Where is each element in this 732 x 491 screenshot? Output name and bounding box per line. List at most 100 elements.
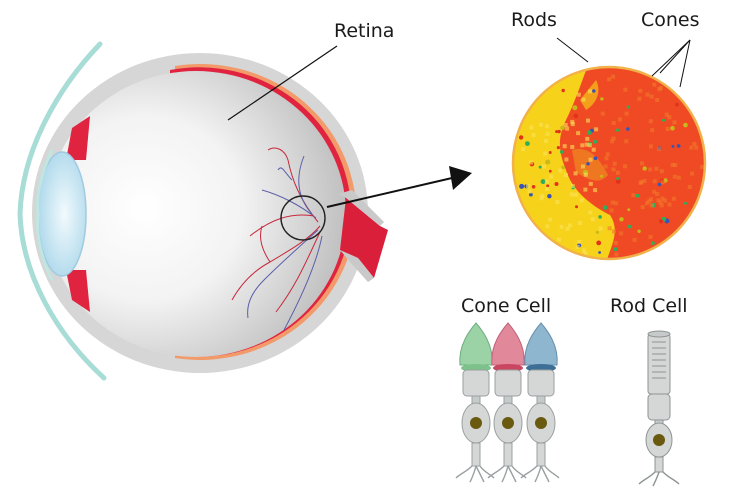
- photoreceptor-dot: [628, 225, 632, 229]
- rods-pointer-line: [557, 38, 588, 62]
- retina-texture-cell: [616, 171, 620, 175]
- retina-texture-cell: [650, 128, 654, 132]
- retina-texture-cell: [530, 126, 534, 130]
- retina-texture-cell: [545, 179, 549, 183]
- retina-texture-cell: [624, 139, 628, 143]
- retina-texture-cell: [576, 131, 580, 135]
- photoreceptor-dot: [575, 205, 578, 208]
- retina-texture-cell: [657, 147, 661, 151]
- cone-cell-blue: [521, 323, 559, 482]
- retina-texture-cell: [648, 168, 652, 172]
- retina-texture-cell: [564, 123, 568, 127]
- retina-texture-cell: [563, 144, 567, 148]
- retina-texture-cell: [564, 158, 568, 162]
- magnified-retina: [513, 38, 706, 262]
- rod-cell-label: Rod Cell: [610, 297, 688, 316]
- retina-texture-cell: [580, 143, 584, 147]
- retina-texture-cell: [570, 120, 574, 124]
- photoreceptor-dot: [592, 89, 595, 92]
- retina-texture-cell: [660, 169, 664, 173]
- photoreceptor-dot: [659, 219, 663, 223]
- photoreceptor-dot: [613, 247, 617, 251]
- retina-texture-cell: [673, 175, 677, 179]
- retina-texture-cell: [532, 133, 536, 137]
- retina-texture-cell: [652, 83, 656, 87]
- retina-texture-cell: [641, 205, 645, 209]
- photoreceptor-dot: [574, 114, 579, 119]
- photoreceptor-dot: [547, 194, 551, 198]
- retina-texture-cell: [658, 200, 662, 204]
- retina-texture-cell: [591, 217, 595, 221]
- retina-texture-cell: [649, 235, 653, 239]
- photoreceptor-dot: [532, 185, 536, 189]
- retina-texture-cell: [557, 238, 561, 242]
- retina-texture-cell: [571, 184, 575, 188]
- retina-texture-cell: [607, 77, 611, 81]
- retina-texture-cell: [700, 165, 704, 169]
- rods-label: Rods: [511, 11, 557, 30]
- retina-texture-cell: [558, 169, 562, 173]
- retina-texture-cell: [665, 113, 669, 117]
- retina-texture-cell: [539, 123, 543, 127]
- retina-texture-cell: [650, 95, 654, 99]
- photoreceptor-dot: [670, 126, 675, 131]
- photoreceptor-dot: [557, 146, 560, 149]
- retina-texture-cell: [619, 231, 623, 235]
- retina-texture-cell: [592, 148, 596, 152]
- retina-texture-cell: [593, 188, 597, 192]
- retina-texture-cell: [646, 93, 650, 97]
- photoreceptor-dot: [637, 230, 640, 233]
- retina-texture-cell: [586, 119, 590, 123]
- photoreceptor-dot: [596, 241, 601, 246]
- retina-texture-cell: [655, 192, 659, 196]
- retina-texture-cell: [692, 142, 696, 146]
- retina-texture-cell: [666, 127, 670, 131]
- photoreceptor-dot: [560, 150, 564, 154]
- retina-texture-cell: [611, 75, 615, 79]
- retina-texture-cell: [637, 97, 641, 101]
- retina-texture-cell: [528, 190, 532, 194]
- retina-texture-cell: [546, 132, 550, 136]
- retina-texture-cell: [580, 198, 584, 202]
- photoreceptor-dot: [519, 184, 524, 189]
- photoreceptor-dot: [658, 183, 661, 186]
- photoreceptor-dot: [677, 144, 681, 148]
- eyeball: [20, 44, 388, 378]
- photoreceptor-dot: [627, 208, 630, 211]
- retina-texture-cell: [608, 226, 612, 230]
- retina-texture-cell: [543, 152, 547, 156]
- retina-texture-cell: [570, 192, 574, 196]
- retina-texture-cell: [585, 137, 589, 141]
- eyeball-interior: [46, 71, 346, 357]
- photoreceptor-dot: [616, 129, 619, 132]
- photoreceptor-dot: [539, 166, 542, 169]
- photoreceptor-dot: [586, 162, 589, 165]
- photoreceptor-dot: [619, 217, 623, 221]
- retina-texture-cell: [623, 164, 627, 168]
- retina-texture-cell: [649, 197, 653, 201]
- retina-texture-cell: [612, 167, 616, 171]
- photoreceptor-dot: [603, 205, 608, 210]
- retina-texture-cell: [568, 223, 572, 227]
- retina-texture-cell: [565, 127, 569, 131]
- retina-texture-cell: [672, 197, 676, 201]
- retina-texture-cell: [677, 176, 681, 180]
- photoreceptor-dot: [626, 127, 630, 131]
- retina-texture-cell: [689, 146, 693, 150]
- photoreceptor-dot: [598, 215, 602, 219]
- photoreceptor-dot: [572, 105, 577, 110]
- retina-texture-cell: [614, 252, 618, 256]
- retina-texture-cell: [570, 145, 574, 149]
- retina-texture-cell: [594, 127, 598, 131]
- retina-texture-cell: [654, 167, 658, 171]
- retina-texture-cell: [649, 144, 653, 148]
- retina-texture-cell: [690, 172, 694, 176]
- retina-texture-cell: [673, 120, 677, 124]
- photoreceptor-dot: [672, 145, 675, 148]
- photoreceptor-dot: [594, 156, 598, 160]
- photoreceptor-dot: [555, 182, 559, 186]
- photoreceptor-dot: [636, 194, 640, 198]
- retina-texture-cell: [645, 201, 649, 205]
- retina-texture-cell: [526, 184, 530, 188]
